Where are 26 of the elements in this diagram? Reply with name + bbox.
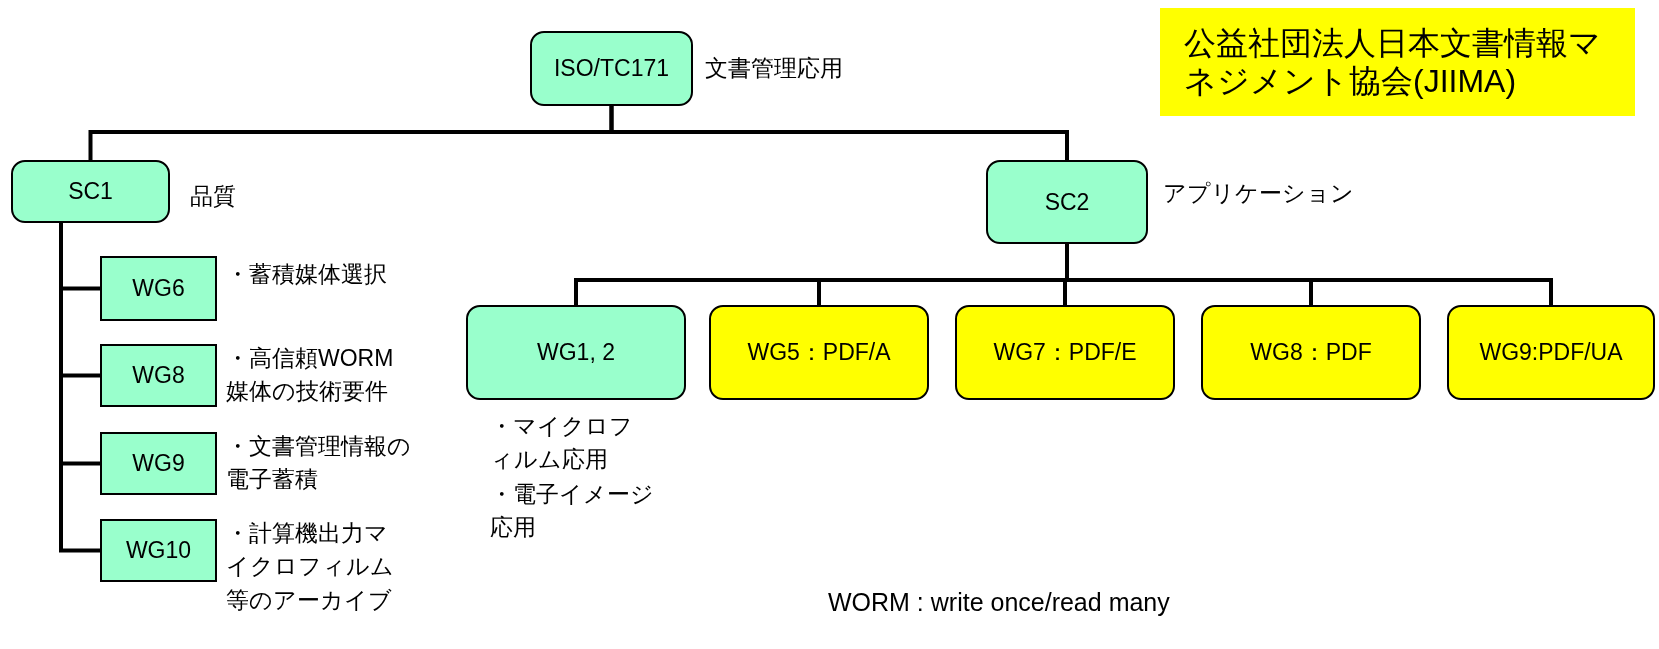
node-caption: ・計算機出力マイクロフィルム等のアーカイブ xyxy=(226,519,395,615)
org-box: WG6 xyxy=(100,256,217,321)
node-caption: ・文書管理情報の電子蓄積 xyxy=(226,432,411,495)
node-caption: ・電子イメージ応用 xyxy=(490,480,655,543)
node-caption: 品質 xyxy=(190,182,237,211)
node-caption: ・蓄積媒体選択 xyxy=(226,260,388,289)
org-box: WG1, 2 xyxy=(466,305,686,400)
org-box: WG9:PDF/UA xyxy=(1447,305,1655,400)
connector-line xyxy=(1065,244,1553,305)
node-caption: 文書管理応用 xyxy=(705,54,844,83)
node-caption: ・マイクロフィルム応用 xyxy=(490,412,634,475)
note-text: WORM : write once/read many xyxy=(828,587,1170,618)
org-box: WG9 xyxy=(100,432,217,495)
org-box: SC2 xyxy=(986,160,1148,244)
title-banner: 公益社団法人日本文書情報マネジメント協会(JIIMA) xyxy=(1160,8,1635,116)
node-caption: ・高信頼WORM媒体の技術要件 xyxy=(226,344,395,407)
org-box: WG10 xyxy=(100,519,217,582)
org-box: ISO/TC171 xyxy=(530,31,693,106)
org-box: WG5：PDF/A xyxy=(709,305,929,400)
connector-line xyxy=(59,223,100,553)
node-caption: アプリケーション xyxy=(1163,179,1355,208)
org-box: WG8：PDF xyxy=(1201,305,1421,400)
org-box: SC1 xyxy=(11,160,170,223)
org-box: WG7：PDF/E xyxy=(955,305,1175,400)
connector-line xyxy=(609,106,1069,160)
org-box: WG8 xyxy=(100,344,217,407)
